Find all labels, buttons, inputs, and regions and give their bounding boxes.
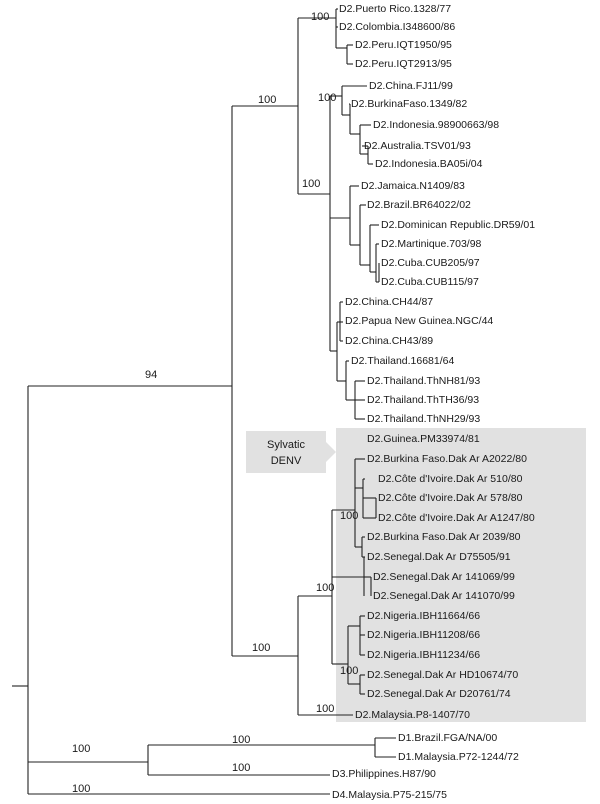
tree-branches (12, 8, 396, 795)
taxon-label: D2.China.FJ11/99 (369, 80, 453, 92)
taxon-label: D2.Senegal.Dak Ar D75505/91 (367, 551, 511, 563)
sylvatic-label: Sylvatic DENV (246, 431, 336, 473)
bootstrap-value: 100 (252, 642, 270, 654)
taxon-label: D2.Cuba.CUB205/97 (381, 257, 480, 269)
taxon-label: D2.Dominican Republic.DR59/01 (381, 219, 535, 231)
taxon-label: D2.Senegal.Dak Ar 141069/99 (373, 571, 515, 583)
taxon-label: D2.Thailand.ThNH29/93 (367, 413, 480, 425)
taxon-label: D2.Côte d'Ivoire.Dak Ar A1247/80 (378, 512, 535, 524)
sylvatic-label-line1: Sylvatic (267, 439, 305, 451)
taxon-labels: D2.Puerto Rico.1328/77 D2.Colombia.I3486… (332, 3, 535, 801)
taxon-label: D2.Senegal.Dak Ar 141070/99 (373, 590, 515, 602)
taxon-label: D2.BurkinaFaso.1349/82 (351, 98, 467, 110)
taxon-label: D2.Nigeria.IBH11664/66 (367, 610, 480, 622)
taxon-label: D2.Côte d'Ivoire.Dak Ar 578/80 (378, 492, 523, 504)
sylvatic-highlight-box (336, 428, 586, 722)
bootstrap-value: 100 (318, 92, 336, 104)
bootstrap-value: 100 (232, 734, 250, 746)
bootstrap-value: 100 (72, 743, 90, 755)
taxon-label: D2.Peru.IQT2913/95 (355, 58, 452, 70)
taxon-label: D2.Senegal.Dak Ar D20761/74 (367, 688, 511, 700)
bootstrap-value: 100 (232, 762, 250, 774)
taxon-label: D2.Guinea.PM33974/81 (367, 433, 480, 445)
taxon-label: D2.Nigeria.IBH11208/66 (367, 629, 480, 641)
bootstrap-value: 100 (340, 665, 358, 677)
taxon-label: D2.Thailand.ThTH36/93 (367, 394, 479, 406)
taxon-label: D2.Côte d'Ivoire.Dak Ar 510/80 (378, 473, 523, 485)
taxon-label: D2.Cuba.CUB115/97 (381, 276, 479, 288)
taxon-label: D2.Puerto Rico.1328/77 (339, 3, 451, 15)
bootstrap-values: 100 100 100 100 94 100 100 100 100 100 1… (72, 11, 358, 795)
taxon-label: D2.Colombia.I348600/86 (339, 21, 455, 33)
taxon-label: D2.Burkina Faso.Dak Ar 2039/80 (367, 531, 521, 543)
taxon-label: D2.Malaysia.P8-1407/70 (355, 709, 470, 721)
taxon-label: D2.Burkina Faso.Dak Ar A2022/80 (367, 453, 527, 465)
taxon-label: D2.Senegal.Dak Ar HD10674/70 (367, 669, 518, 681)
taxon-label: D2.Indonesia.BA05i/04 (375, 158, 483, 170)
taxon-label: D2.Indonesia.98900663/98 (373, 119, 499, 131)
sylvatic-label-line2: DENV (271, 455, 302, 467)
taxon-label: D2.Brazil.BR64022/02 (367, 199, 471, 211)
bootstrap-value: 100 (302, 178, 320, 190)
taxon-label: D2.Martinique.703/98 (381, 238, 482, 250)
taxon-label: D2.Australia.TSV01/93 (364, 140, 471, 152)
taxon-label: D2.China.CH43/89 (345, 335, 433, 347)
taxon-label: D2.Thailand.16681/64 (351, 355, 454, 367)
taxon-label: D2.Papua New Guinea.NGC/44 (345, 315, 493, 327)
taxon-label: D2.Jamaica.N1409/83 (361, 180, 465, 192)
taxon-label: D2.Nigeria.IBH11234/66 (367, 649, 480, 661)
bootstrap-value: 100 (72, 783, 90, 795)
bootstrap-value: 100 (316, 582, 334, 594)
bootstrap-value: 100 (311, 11, 329, 23)
bootstrap-value: 100 (258, 94, 276, 106)
bootstrap-value: 100 (340, 510, 358, 522)
taxon-label: D2.Thailand.ThNH81/93 (367, 375, 480, 387)
taxon-label: D2.China.CH44/87 (345, 296, 433, 308)
taxon-label: D1.Malaysia.P72-1244/72 (398, 751, 519, 763)
taxon-label: D3.Philippines.H87/90 (332, 768, 436, 780)
taxon-label: D4.Malaysia.P75-215/75 (332, 789, 447, 801)
bootstrap-value: 94 (145, 369, 157, 381)
bootstrap-value: 100 (316, 703, 334, 715)
taxon-label: D2.Peru.IQT1950/95 (355, 39, 452, 51)
taxon-label: D1.Brazil.FGA/NA/00 (398, 732, 497, 744)
